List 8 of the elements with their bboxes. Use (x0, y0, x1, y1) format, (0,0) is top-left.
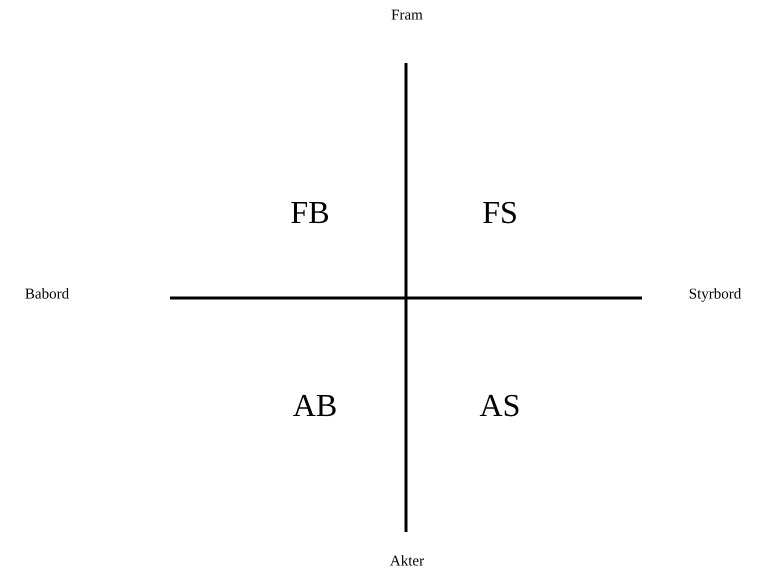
direction-label: Akter (390, 554, 424, 570)
quadrant-label: AB (292, 389, 338, 421)
direction-label: Babord (24, 288, 70, 302)
quadrant-label: FS (482, 196, 518, 228)
direction-label: Styrbord (688, 288, 742, 302)
quadrant-label: FB (290, 196, 330, 228)
direction-label: Fram (391, 8, 423, 24)
quadrant-label: AS (480, 389, 520, 421)
